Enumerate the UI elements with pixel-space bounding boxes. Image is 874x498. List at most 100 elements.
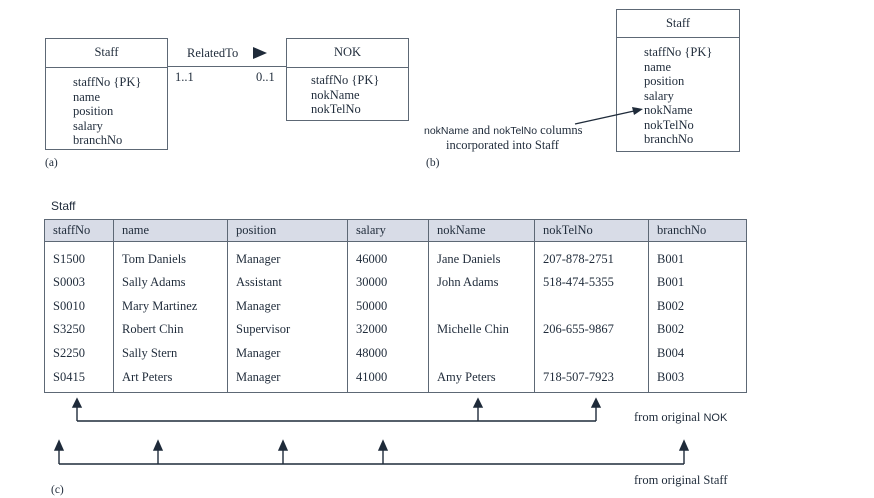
- caption-c: (c): [51, 484, 64, 496]
- column-header: staffNo: [44, 219, 114, 242]
- table-cell: Robert Chin: [113, 318, 228, 342]
- association-line: [168, 66, 286, 67]
- uml-attribute: salary: [73, 118, 103, 133]
- table-cell: B001: [648, 271, 747, 295]
- uml-attribute: staffNo {PK}: [644, 45, 713, 59]
- uml-staff-class-a: Staff staffNo {PK} name position salary …: [45, 38, 168, 150]
- table-cell: [428, 294, 535, 319]
- table-cell: Manager: [227, 241, 348, 271]
- table-cell: B001: [648, 241, 747, 271]
- table-cell: 518-474-5355: [534, 271, 649, 295]
- table-cell: S3250: [44, 318, 114, 342]
- table-cell: B002: [648, 294, 747, 319]
- uml-attribute: nokTelNo: [311, 102, 361, 116]
- uml-class-title: Staff: [46, 39, 167, 68]
- caption-b: (b): [426, 157, 440, 169]
- table-cell: Amy Peters: [428, 365, 535, 393]
- uml-attribute: position: [73, 104, 114, 118]
- from-nok-suffix: NOK: [703, 412, 728, 424]
- table-cell: Manager: [227, 365, 348, 393]
- table-header-row: staffNo name position salary nokName nok…: [44, 219, 747, 242]
- table-cell: 46000: [347, 241, 429, 271]
- table-cell: 718-507-7923: [534, 365, 649, 393]
- table-cell: Supervisor: [227, 318, 348, 342]
- uml-attribute: salary: [644, 88, 674, 103]
- table-cell: S1500: [44, 241, 114, 271]
- uml-attribute: nokName: [644, 103, 693, 117]
- column-header: nokName: [428, 219, 535, 242]
- table-cell: S0415: [44, 365, 114, 393]
- uml-attribute: branchNo: [644, 132, 694, 146]
- table-cell: Tom Daniels: [113, 241, 228, 271]
- column-header: position: [227, 219, 348, 242]
- uml-nok-class: NOK staffNo {PK} nokName nokTelNo: [286, 38, 409, 121]
- relationship-label: RelatedTo: [187, 46, 239, 60]
- table-cell: S0010: [44, 294, 114, 319]
- annotation-note: nokName and nokTelNo columns: [424, 123, 583, 138]
- multiplicity-left: 1..1: [175, 70, 194, 84]
- uml-attribute: branchNo: [73, 133, 123, 147]
- table-cell: B002: [648, 318, 747, 342]
- table-cell: Sally Stern: [113, 341, 228, 366]
- table-title: Staff: [51, 199, 76, 213]
- table-cell: [534, 341, 649, 366]
- caption-a: (a): [45, 157, 58, 169]
- from-nok-label: from original NOK: [634, 410, 727, 425]
- table-cell: Sally Adams: [113, 271, 228, 295]
- source-arrows: [53, 397, 690, 465]
- uml-class-title: NOK: [287, 39, 408, 68]
- annotation-note-line2: incorporated into Staff: [446, 138, 559, 152]
- uml-attribute: staffNo {PK}: [73, 75, 142, 89]
- uml-staff-class-b: Staff staffNo {PK} name position salary …: [616, 9, 740, 152]
- column-header: nokTelNo: [534, 219, 649, 242]
- staff-table: staffNo name position salary nokName nok…: [44, 219, 747, 393]
- table-cell: Mary Martinez: [113, 294, 228, 319]
- from-nok-prefix: from original: [634, 410, 704, 424]
- uml-attribute: nokName: [311, 87, 360, 102]
- table-cell: Art Peters: [113, 365, 228, 393]
- uml-attribute: name: [644, 59, 672, 74]
- uml-attribute-list: staffNo {PK} name position salary nokNam…: [617, 38, 739, 147]
- table-cell: 48000: [347, 341, 429, 366]
- table-cell: B003: [648, 365, 747, 393]
- table-cell: [534, 294, 649, 319]
- table-cell: 32000: [347, 318, 429, 342]
- table-cell: S0003: [44, 271, 114, 295]
- multiplicity-right: 0..1: [256, 70, 275, 84]
- table-cell: 207-878-2751: [534, 241, 649, 271]
- uml-attribute-list: staffNo {PK} nokName nokTelNo: [287, 68, 408, 117]
- table-cell: John Adams: [428, 271, 535, 295]
- uml-attribute: nokTelNo: [644, 117, 694, 132]
- annotation-note-field: nokName: [424, 125, 469, 137]
- uml-attribute: position: [644, 74, 685, 88]
- table-cell: Michelle Chin: [428, 318, 535, 342]
- table-cell: S2250: [44, 341, 114, 366]
- table-cell: 50000: [347, 294, 429, 319]
- column-header: salary: [347, 219, 429, 242]
- table-cell: Assistant: [227, 271, 348, 295]
- uml-attribute-list: staffNo {PK} name position salary branch…: [46, 68, 167, 148]
- uml-attribute: staffNo {PK}: [311, 73, 380, 87]
- table-cell: 30000: [347, 271, 429, 295]
- table-cell: Manager: [227, 341, 348, 366]
- table-cell: Manager: [227, 294, 348, 319]
- table-cell: 206-655-9867: [534, 318, 649, 342]
- table-cell: [428, 341, 535, 366]
- table-cell: B004: [648, 341, 747, 366]
- direction-triangle-icon: [253, 47, 267, 59]
- from-staff-label: from original Staff: [634, 473, 728, 487]
- table-cell: 41000: [347, 365, 429, 393]
- annotation-note-text: and: [468, 123, 494, 137]
- column-header: name: [113, 219, 228, 242]
- uml-attribute: name: [73, 89, 101, 104]
- annotation-note-text: columns: [537, 123, 583, 137]
- uml-class-title: Staff: [617, 10, 739, 38]
